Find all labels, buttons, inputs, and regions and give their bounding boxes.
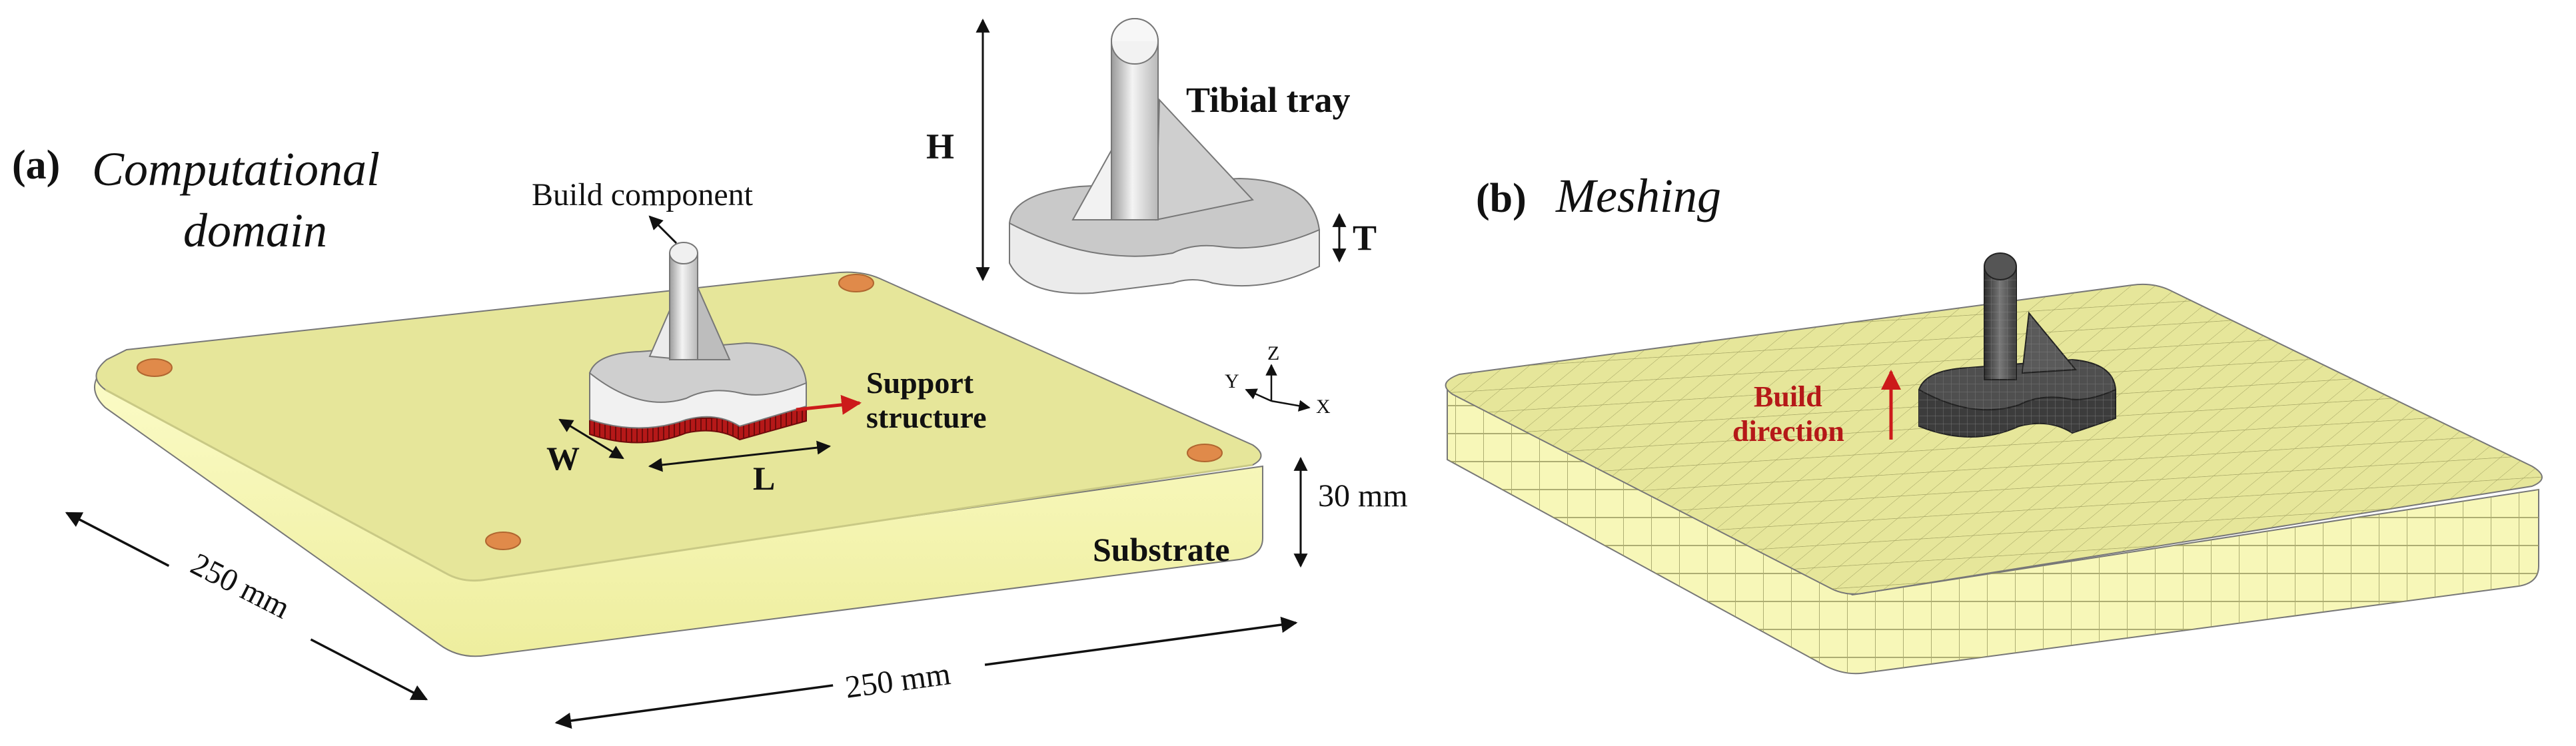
build-direction-line1: Build xyxy=(1754,380,1822,413)
t-label: T xyxy=(1353,218,1377,258)
panel-a-letter: (a) xyxy=(12,143,60,188)
build-component xyxy=(588,242,808,444)
substrate-label: Substrate xyxy=(1093,531,1230,568)
peg-left xyxy=(137,358,173,377)
axis-y-label: Y xyxy=(1225,370,1239,392)
panel-b: (b) Meshing Build direction xyxy=(1445,169,2543,675)
tibial-tray-label: Tibial tray xyxy=(1186,80,1351,120)
axis-x-label: X xyxy=(1316,396,1331,418)
panel-b-letter: (b) xyxy=(1476,176,1527,221)
tibial-tray-inset xyxy=(1008,18,1321,294)
build-component-label: Build component xyxy=(532,177,754,212)
support-label-line2: structure xyxy=(866,400,987,434)
meshed-part xyxy=(1918,252,2117,438)
peg-front xyxy=(485,532,521,550)
axis-z-label: Z xyxy=(1267,342,1279,364)
meshed-plate xyxy=(1445,283,2543,675)
w-label: W xyxy=(546,440,580,477)
panel-b-title: Meshing xyxy=(1555,169,1721,222)
build-direction-line2: direction xyxy=(1732,415,1844,448)
panel-a: (a) Computational domain Build component… xyxy=(12,18,1408,729)
panel-a-title-line2: domain xyxy=(183,204,327,257)
panel-a-title-line1: Computational xyxy=(92,143,380,196)
thickness-label: 30 mm xyxy=(1318,478,1408,514)
w-dimension-arrow xyxy=(558,418,624,460)
build-component-arrow xyxy=(648,215,678,244)
width-left-label: 250 mm xyxy=(185,546,295,625)
support-label-line1: Support xyxy=(866,366,974,400)
peg-back xyxy=(838,274,874,292)
l-dimension-arrow xyxy=(648,440,832,472)
width-bottom-label: 250 mm xyxy=(843,656,952,705)
l-label: L xyxy=(753,460,775,497)
axis-triad: Z X Y xyxy=(1225,342,1331,418)
peg-right xyxy=(1187,444,1223,462)
h-label: H xyxy=(926,127,954,167)
support-arrow xyxy=(796,394,862,415)
